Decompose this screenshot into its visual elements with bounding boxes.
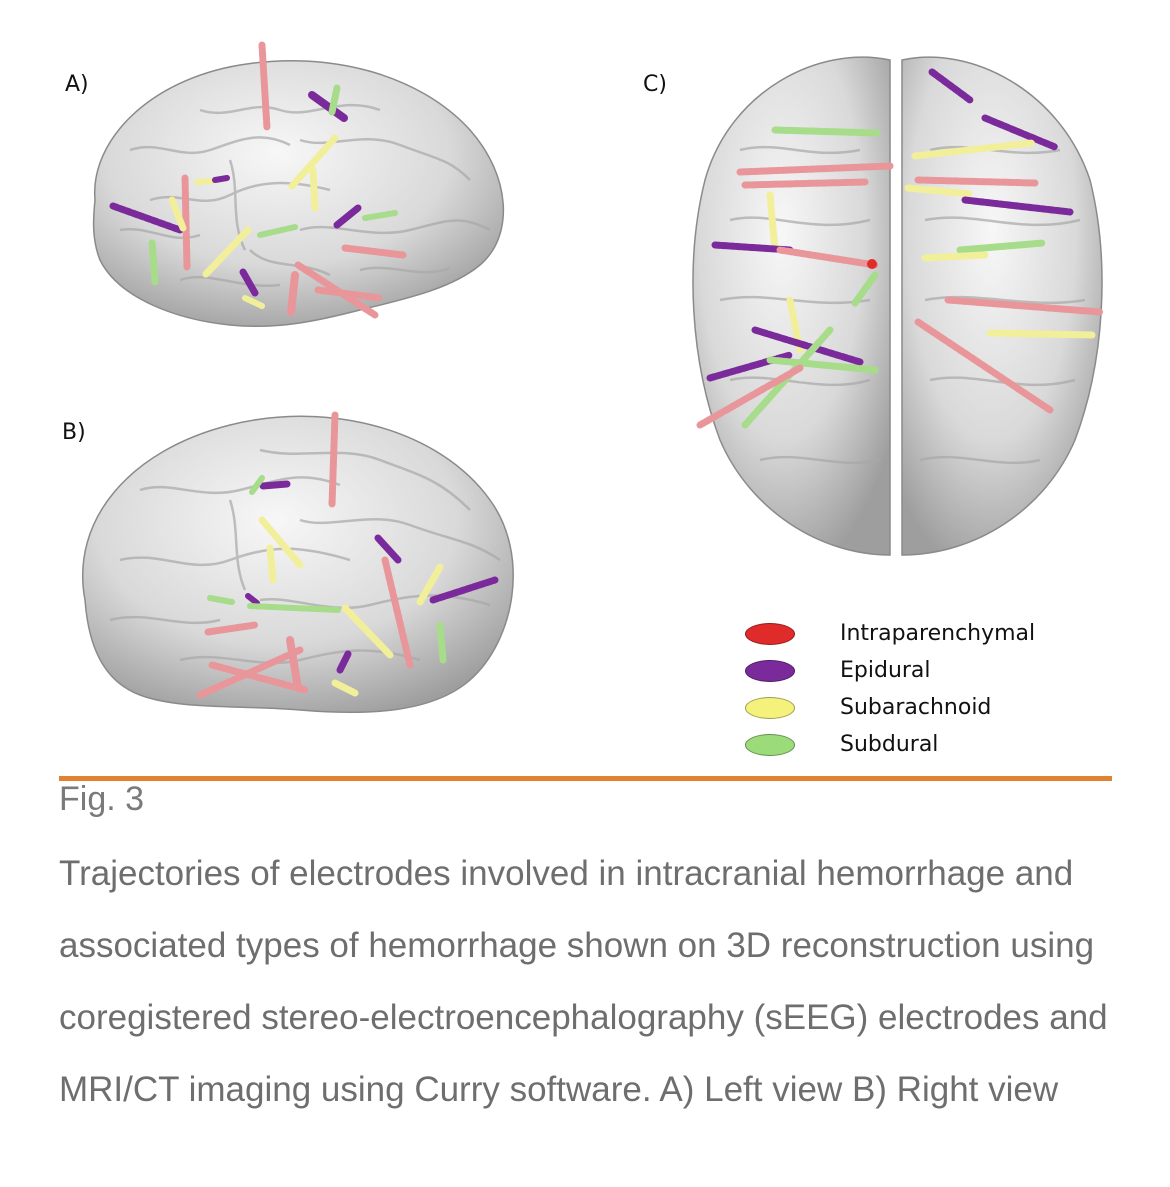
- electrode-green: [249, 475, 265, 495]
- electrode-green: [771, 126, 881, 137]
- electrode-purple: [429, 576, 499, 604]
- electrode-yellow: [309, 166, 319, 212]
- electrode-pink: [736, 162, 894, 176]
- electrode-pink: [181, 174, 191, 272]
- electrode-pink: [204, 621, 259, 636]
- electrode-yellow: [911, 139, 1036, 160]
- electrode-pink: [696, 364, 804, 429]
- electrode-pink: [776, 246, 879, 269]
- panel-label-a: A): [65, 72, 89, 97]
- electrode-yellow: [986, 329, 1096, 339]
- legend-label: Subarachnoid: [840, 695, 992, 720]
- electrode-green: [328, 84, 341, 116]
- legend-swatch-subarachnoid: [745, 696, 795, 719]
- brain-left-view: [92, 59, 505, 328]
- electrode-trajectories: [109, 41, 1104, 699]
- brain-reconstruction-image: [82, 41, 1104, 714]
- electrode-yellow: [331, 679, 359, 697]
- legend-label: Intraparenchymal: [840, 621, 1036, 646]
- electrode-yellow: [921, 251, 989, 262]
- caption-divider: [59, 776, 1112, 781]
- legend-swatch-epidural: [745, 659, 795, 682]
- legend: Intraparenchymal Epidural Subarachnoid S…: [745, 615, 1035, 763]
- legend-label: Epidural: [840, 658, 931, 683]
- electrode-purple: [374, 534, 402, 564]
- electrode-yellow: [201, 226, 252, 279]
- electrode-yellow: [258, 516, 304, 569]
- figure-number: Fig. 3: [59, 780, 145, 818]
- electrode-purple: [308, 91, 348, 122]
- electrode-yellow: [766, 191, 779, 254]
- electrode-purple: [751, 326, 864, 366]
- legend-item: Intraparenchymal: [745, 615, 1035, 652]
- electrode-purple: [961, 196, 1074, 216]
- panel-label-c: C): [643, 72, 667, 97]
- electrode-pink: [314, 286, 384, 302]
- electrode-red: [867, 259, 877, 269]
- electrode-green: [362, 210, 398, 221]
- electrode-pink: [381, 556, 414, 669]
- electrode-pink: [196, 646, 304, 699]
- electrode-yellow: [194, 178, 216, 185]
- legend-item: Epidural: [745, 652, 1035, 689]
- electrode-yellow: [341, 604, 394, 659]
- electrode-yellow: [168, 196, 187, 232]
- electrode-purple: [981, 114, 1059, 151]
- electrode-pink: [286, 636, 302, 692]
- electrode-purple: [212, 175, 230, 183]
- legend-swatch-subdural: [745, 733, 795, 756]
- legend-item: Subarachnoid: [745, 689, 1035, 726]
- electrode-purple: [259, 480, 291, 490]
- electrode-green: [207, 595, 235, 605]
- electrode-pink: [208, 661, 309, 694]
- electrode-yellow: [266, 544, 277, 584]
- figure-caption: Trajectories of electrodes involved in i…: [59, 854, 1108, 1109]
- electrode-green: [436, 621, 447, 664]
- electrode-pink: [914, 318, 1054, 414]
- electrode-pink: [944, 296, 1104, 316]
- electrode-purple: [333, 204, 362, 229]
- electrode-purple: [245, 593, 260, 606]
- electrode-yellow: [416, 563, 444, 606]
- electrode-green: [956, 239, 1047, 254]
- electrode-purple: [239, 268, 259, 297]
- electrode-pink: [914, 176, 1039, 187]
- legend-item: Subdural: [745, 726, 1035, 763]
- electrode-green: [257, 224, 298, 238]
- electrode-green: [851, 271, 879, 307]
- electrode-green: [766, 356, 879, 374]
- electrode-pink: [287, 271, 299, 316]
- electrode-pink: [328, 411, 339, 509]
- electrode-yellow: [242, 295, 265, 309]
- electrode-purple: [109, 202, 184, 234]
- electrode-yellow: [904, 184, 974, 198]
- figure: A) B) C) Intraparenchymal Epidural Subar…: [62, 41, 1104, 763]
- electrode-pink: [258, 41, 271, 132]
- electrode-pink: [741, 178, 869, 189]
- legend-swatch-intraparenchymal: [745, 622, 795, 645]
- legend-label: Subdural: [840, 732, 939, 757]
- electrode-purple: [336, 650, 352, 674]
- panel-label-b: B): [62, 420, 86, 445]
- electrode-pink: [341, 244, 407, 259]
- electrode-green: [247, 603, 341, 613]
- electrode-purple: [928, 68, 974, 104]
- electrode-green: [148, 239, 159, 286]
- electrode-yellow: [288, 134, 339, 190]
